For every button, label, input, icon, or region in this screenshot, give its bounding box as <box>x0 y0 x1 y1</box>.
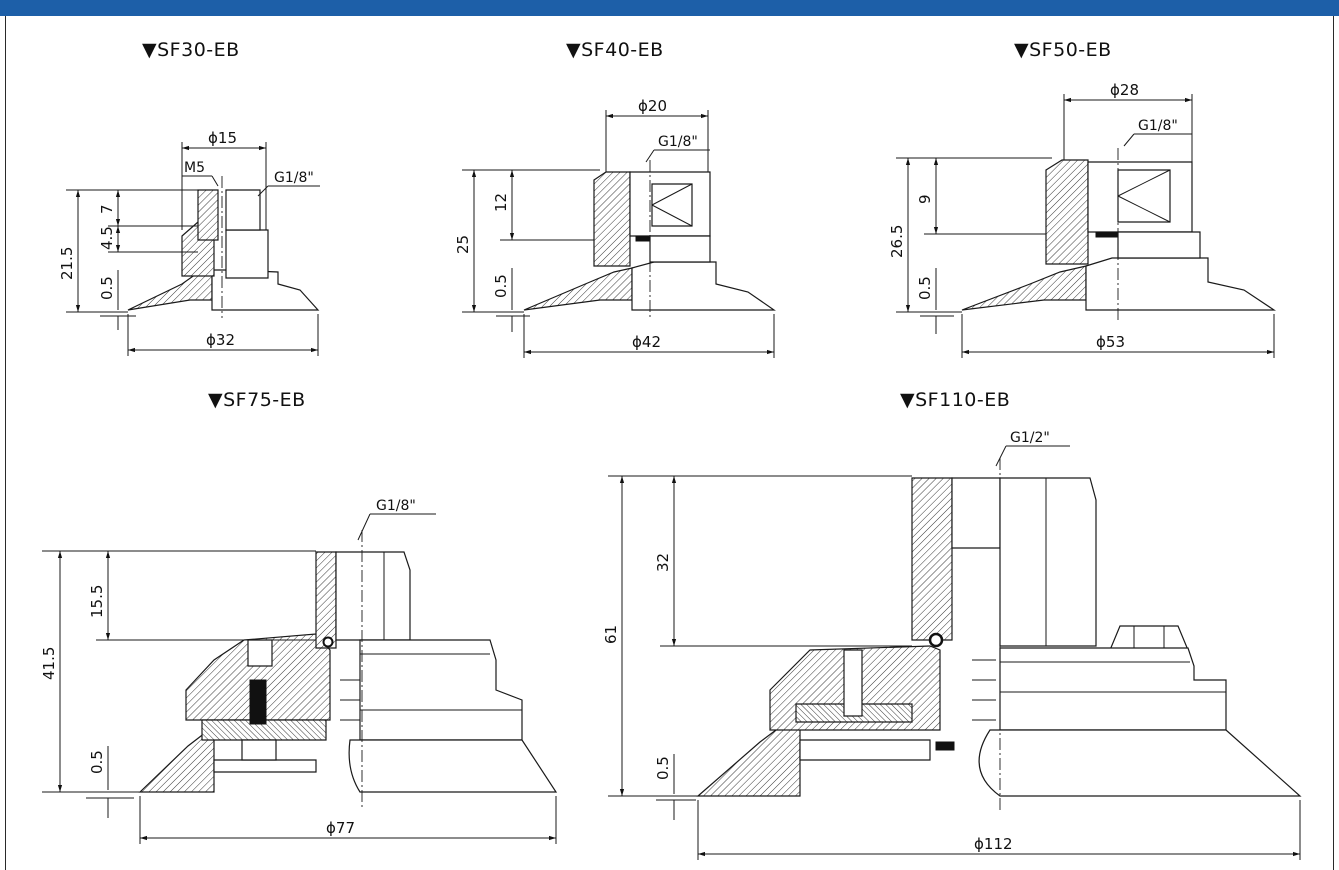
stem-section <box>911 477 953 641</box>
part-title: ▼SF50-EB <box>1014 39 1112 61</box>
spring-lines <box>972 659 996 721</box>
dim-upper: 15.5 <box>88 585 106 618</box>
seal-ring <box>1095 231 1119 238</box>
hex-face <box>651 183 693 227</box>
part-title: ▼SF40-EB <box>566 39 664 61</box>
dim-height: 21.5 <box>58 247 76 280</box>
nut-outline <box>1109 625 1189 651</box>
hex-face <box>1117 169 1171 223</box>
part-sf40-eb: ▼SF40-EB ϕ20 G1/8" 25 12 <box>454 39 776 358</box>
leader <box>357 513 371 541</box>
part-sf50-eb: ▼SF50-EB ϕ28 G1/8" 26.5 9 <box>888 39 1276 358</box>
part-title: ▼SF75-EB <box>208 389 306 411</box>
dim-lip: 0.5 <box>492 274 510 298</box>
screw-head <box>247 639 273 667</box>
leader <box>645 149 655 163</box>
part-sf30-eb: ▼SF30-EB ϕ15 M5 G1/8" 21.5 <box>58 39 320 356</box>
dim-port: G1/8" <box>658 134 698 150</box>
dim-lip: 0.5 <box>654 756 672 780</box>
base-plate <box>213 759 317 773</box>
body-outline <box>999 647 1227 731</box>
hex-lines <box>651 183 693 227</box>
base-plate <box>799 739 931 761</box>
body-outline <box>1117 231 1201 259</box>
cup-section <box>961 265 1087 311</box>
dim-top-dia: ϕ20 <box>638 97 667 115</box>
insert-section <box>201 719 327 741</box>
dim-height: 61 <box>602 625 620 644</box>
part-sf75-eb: ▼SF75-EB G1/8" 41.5 <box>40 389 558 844</box>
body-outline <box>225 229 269 279</box>
leader <box>995 445 1007 467</box>
fitting-outline <box>225 189 261 231</box>
dim-port: G1/8" <box>1138 118 1178 134</box>
cup-outline <box>348 739 558 793</box>
o-ring <box>928 632 944 648</box>
stem-section <box>315 551 337 649</box>
dim-upper: 7 <box>98 204 116 214</box>
bore-outline <box>951 477 1001 549</box>
sheet-frame <box>5 16 1334 870</box>
dim-lip: 0.5 <box>88 750 106 774</box>
cup-section <box>523 267 633 311</box>
fitting-outline <box>335 551 411 641</box>
dim-upper: 9 <box>916 194 934 204</box>
body-outline <box>359 639 523 741</box>
dim-cup-dia: ϕ32 <box>206 331 235 349</box>
dim-cup-dia: ϕ77 <box>326 819 355 837</box>
dim-port: G1/8" <box>274 170 314 186</box>
dim-top-dia: ϕ15 <box>208 129 237 147</box>
dim-top-dia: ϕ28 <box>1110 81 1139 99</box>
dim-lip: 0.5 <box>916 276 934 300</box>
seal-ring <box>635 235 651 242</box>
header-bar <box>0 0 1339 16</box>
dim-thread: M5 <box>184 160 205 176</box>
leader <box>1123 133 1135 147</box>
cup-outline <box>1085 257 1276 311</box>
part-sf110-eb: ▼SF110-EB G1/2" <box>602 389 1302 860</box>
screw-shaft <box>843 649 863 717</box>
screw-shaft <box>249 679 267 725</box>
fitting-outline <box>999 477 1097 647</box>
dim-upper: 12 <box>492 193 510 212</box>
dim-cup-dia: ϕ42 <box>632 333 661 351</box>
body-section <box>593 171 631 267</box>
dim-height: 41.5 <box>40 647 58 680</box>
dim-cup-dia: ϕ112 <box>974 835 1013 853</box>
cup-outline <box>978 729 1302 797</box>
spring-lines <box>340 679 360 721</box>
dim-upper: 32 <box>654 553 672 572</box>
dim-port: G1/8" <box>376 498 416 514</box>
body-section <box>1045 159 1089 265</box>
seal-ring <box>935 741 955 751</box>
dim-height: 25 <box>454 235 472 254</box>
dim-cup-dia: ϕ53 <box>1096 333 1125 351</box>
screw-nut <box>241 739 277 761</box>
hex-lines <box>1117 169 1171 223</box>
dim-port: G1/2" <box>1010 430 1050 446</box>
body-outline <box>649 235 711 263</box>
leader <box>257 185 269 197</box>
leader <box>211 175 219 187</box>
part-title: ▼SF30-EB <box>142 39 240 61</box>
stem-section <box>197 189 219 241</box>
o-ring <box>322 636 334 648</box>
dim-lip: 0.5 <box>98 276 116 300</box>
cup-outline <box>211 269 320 311</box>
part-title: ▼SF110-EB <box>900 389 1010 411</box>
dim-height: 26.5 <box>888 225 906 258</box>
cup-outline <box>631 261 776 311</box>
dim-mid: 4.5 <box>98 226 116 250</box>
